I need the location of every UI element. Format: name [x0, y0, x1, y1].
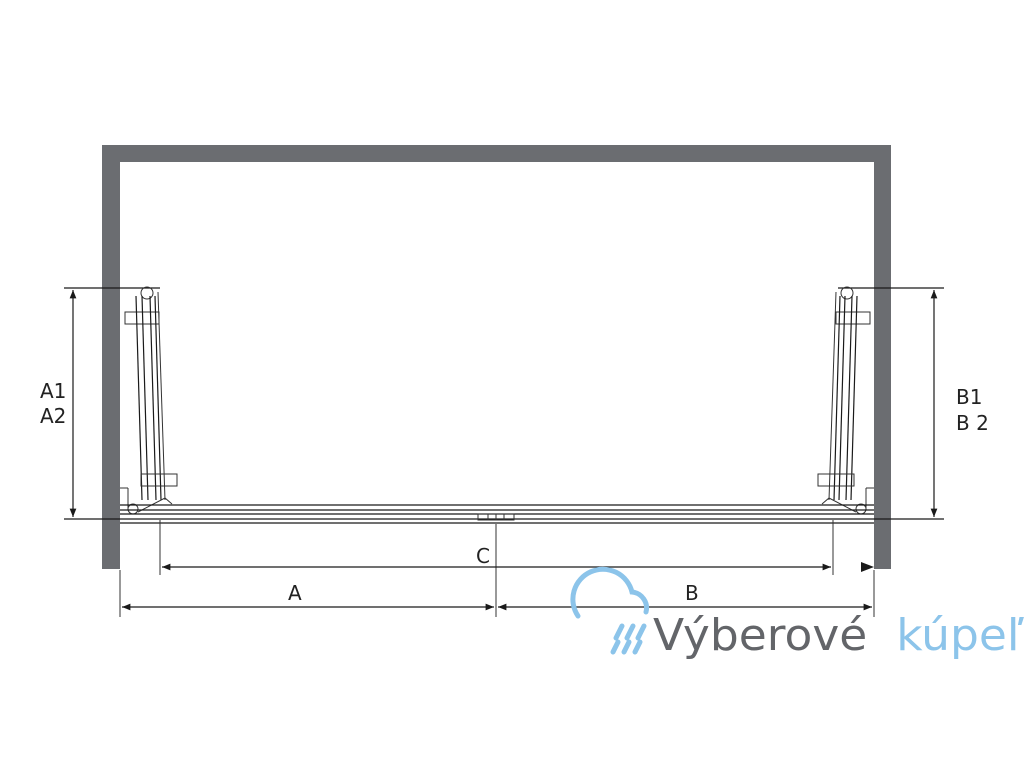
label-a: A — [288, 581, 302, 605]
wall-top — [102, 145, 890, 162]
brand-word-2: kúpeľ — [896, 610, 1024, 661]
label-b1: B1 — [956, 385, 982, 409]
shower-head-icon — [570, 566, 649, 655]
brand-word-1: Výberové — [653, 610, 867, 661]
wall-left — [102, 145, 120, 569]
extension-lines — [119, 520, 875, 617]
brand-name: Výberové kúpeľ — [653, 610, 1024, 661]
bottom-track — [64, 504, 944, 524]
label-c: C — [476, 544, 490, 568]
wall-right — [874, 145, 891, 569]
label-b: B — [685, 581, 699, 605]
label-a1: A1 — [40, 379, 66, 403]
brand-logo: Výberové kúpeľ — [570, 566, 1024, 661]
label-a2: A2 — [40, 404, 66, 428]
enclosure-walls — [102, 145, 891, 569]
left-door-panel — [64, 286, 178, 515]
dimension-lines — [69, 290, 938, 611]
right-door-panel — [817, 286, 944, 515]
label-b2: B 2 — [956, 411, 989, 435]
wall-offset-arrow — [861, 562, 874, 572]
